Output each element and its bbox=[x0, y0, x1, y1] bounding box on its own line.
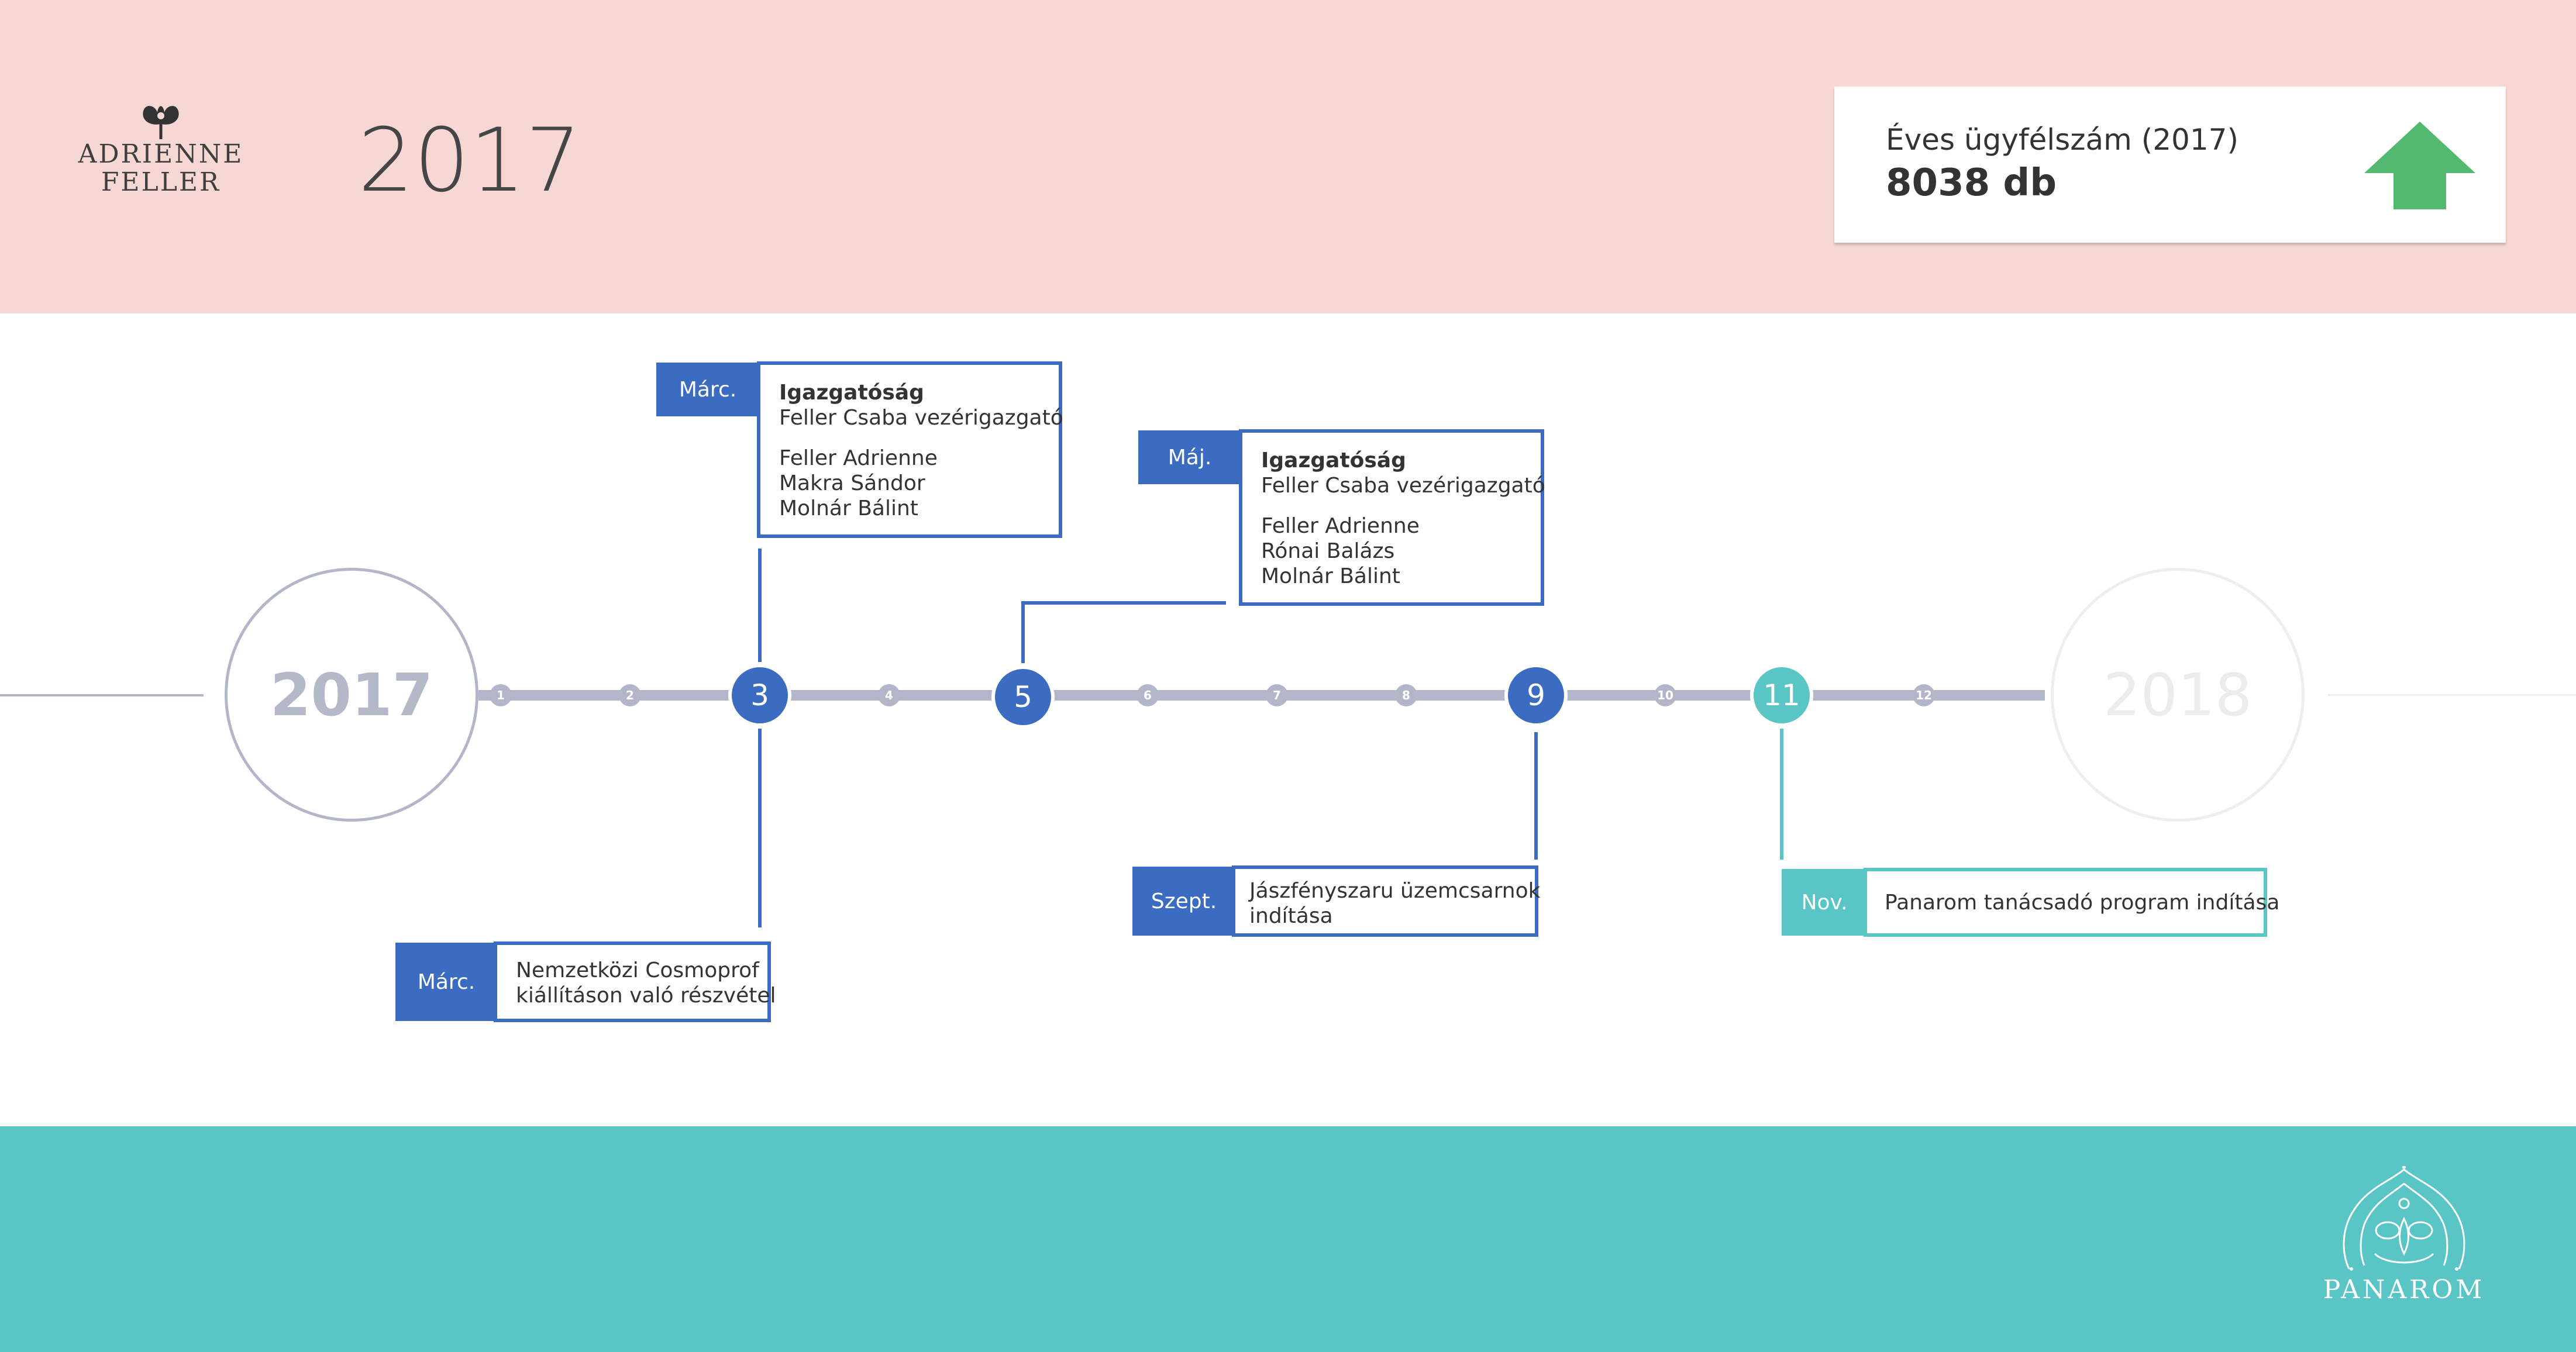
panarom-logo-word: PANAROM bbox=[2323, 1275, 2485, 1305]
event-box-board-march: Igazgatóság Feller Csaba vezérigazgató F… bbox=[757, 361, 1063, 538]
event-line: Panarom tanácsadó program indítása bbox=[1885, 891, 2280, 915]
event-tag-jaszfenyszaru: Szept. bbox=[1132, 867, 1235, 936]
month-dot-8: 8 bbox=[1395, 684, 1417, 706]
event-tag-board-march: Márc. bbox=[656, 363, 759, 416]
connector-sept-down bbox=[1534, 732, 1538, 860]
month-dot-6: 6 bbox=[1137, 684, 1159, 706]
event-line: Molnár Bálint bbox=[779, 496, 918, 520]
event-line: Feller Adrienne bbox=[1261, 514, 1420, 538]
event-line: kiállításon való részvétel bbox=[516, 984, 776, 1008]
footer-band: PANAROM bbox=[0, 1126, 2576, 1352]
event-box-board-may: Igazgatóság Feller Csaba vezérigazgató F… bbox=[1239, 429, 1545, 606]
connector-march-up bbox=[758, 549, 762, 662]
event-title: Igazgatóság bbox=[1261, 449, 1406, 472]
connector-may-up bbox=[1021, 602, 1025, 663]
panarom-mandala-icon bbox=[2343, 1166, 2465, 1271]
month-dot-10: 10 bbox=[1654, 684, 1676, 706]
client-count-value: 8038 db bbox=[1886, 161, 2057, 205]
event-box-panarom-program: Panarom tanácsadó program indítása bbox=[1864, 868, 2280, 937]
event-box-cosmoprof: Nemzetközi Cosmoprof kiállításon való ré… bbox=[494, 941, 776, 1022]
axis-line-right bbox=[2328, 694, 2576, 696]
event-line: Makra Sándor bbox=[779, 471, 925, 495]
logo-word-1: ADRIENNE bbox=[78, 139, 244, 169]
event-line: Molnár Bálint bbox=[1261, 564, 1400, 588]
event-tag-panarom-program: Nov. bbox=[1782, 869, 1867, 936]
logo-word-2: FELLER bbox=[101, 167, 221, 197]
panarom-logo: PANAROM bbox=[2316, 1166, 2492, 1318]
header-band: ADRIENNE FELLER 2017 Éves ügyfélszám (20… bbox=[0, 0, 2576, 313]
event-line: indítása bbox=[1249, 904, 1333, 928]
client-count-label: Éves ügyfélszám (2017) bbox=[1886, 123, 2238, 157]
flower-logo-icon bbox=[143, 106, 179, 139]
month-dot-2: 2 bbox=[619, 684, 641, 706]
year-circle-start: 2017 bbox=[225, 568, 478, 822]
event-line: Feller Csaba vezérigazgató bbox=[779, 406, 1063, 430]
month-dot-4: 4 bbox=[878, 684, 900, 706]
client-count-card: Éves ügyfélszám (2017) 8038 db bbox=[1834, 87, 2506, 243]
up-arrow-icon bbox=[2364, 122, 2475, 209]
year-circle-end: 2018 bbox=[2051, 568, 2305, 822]
event-line: Feller Csaba vezérigazgató bbox=[1261, 474, 1545, 498]
connector-may-horizontal bbox=[1021, 601, 1226, 605]
event-tag-cosmoprof: Márc. bbox=[395, 943, 497, 1021]
month-dot-7: 7 bbox=[1266, 684, 1288, 706]
page-title-year: 2017 bbox=[358, 110, 581, 212]
event-line: Feller Adrienne bbox=[779, 446, 938, 470]
event-line: Rónai Balázs bbox=[1261, 539, 1395, 563]
month-node-5[interactable]: 5 bbox=[995, 669, 1051, 725]
connector-march-down bbox=[758, 729, 762, 927]
connector-nov-down bbox=[1780, 729, 1783, 860]
event-line: Nemzetközi Cosmoprof bbox=[516, 958, 759, 982]
event-title: Igazgatóság bbox=[779, 381, 924, 405]
month-node-11[interactable]: 11 bbox=[1754, 667, 1810, 723]
adrienne-feller-logo: ADRIENNE FELLER bbox=[64, 99, 257, 216]
event-line: Jászfényszaru üzemcsarnok bbox=[1249, 879, 1541, 903]
event-box-jaszfenyszaru: Jászfényszaru üzemcsarnok indítása bbox=[1232, 865, 1541, 937]
month-dot-12: 12 bbox=[1913, 684, 1935, 706]
month-node-9[interactable]: 9 bbox=[1508, 667, 1564, 723]
event-tag-board-may: Máj. bbox=[1138, 430, 1241, 484]
axis-line-left bbox=[0, 694, 204, 696]
month-node-3[interactable]: 3 bbox=[732, 667, 788, 723]
timeline-track bbox=[478, 690, 2045, 701]
month-dot-1: 1 bbox=[490, 684, 512, 706]
